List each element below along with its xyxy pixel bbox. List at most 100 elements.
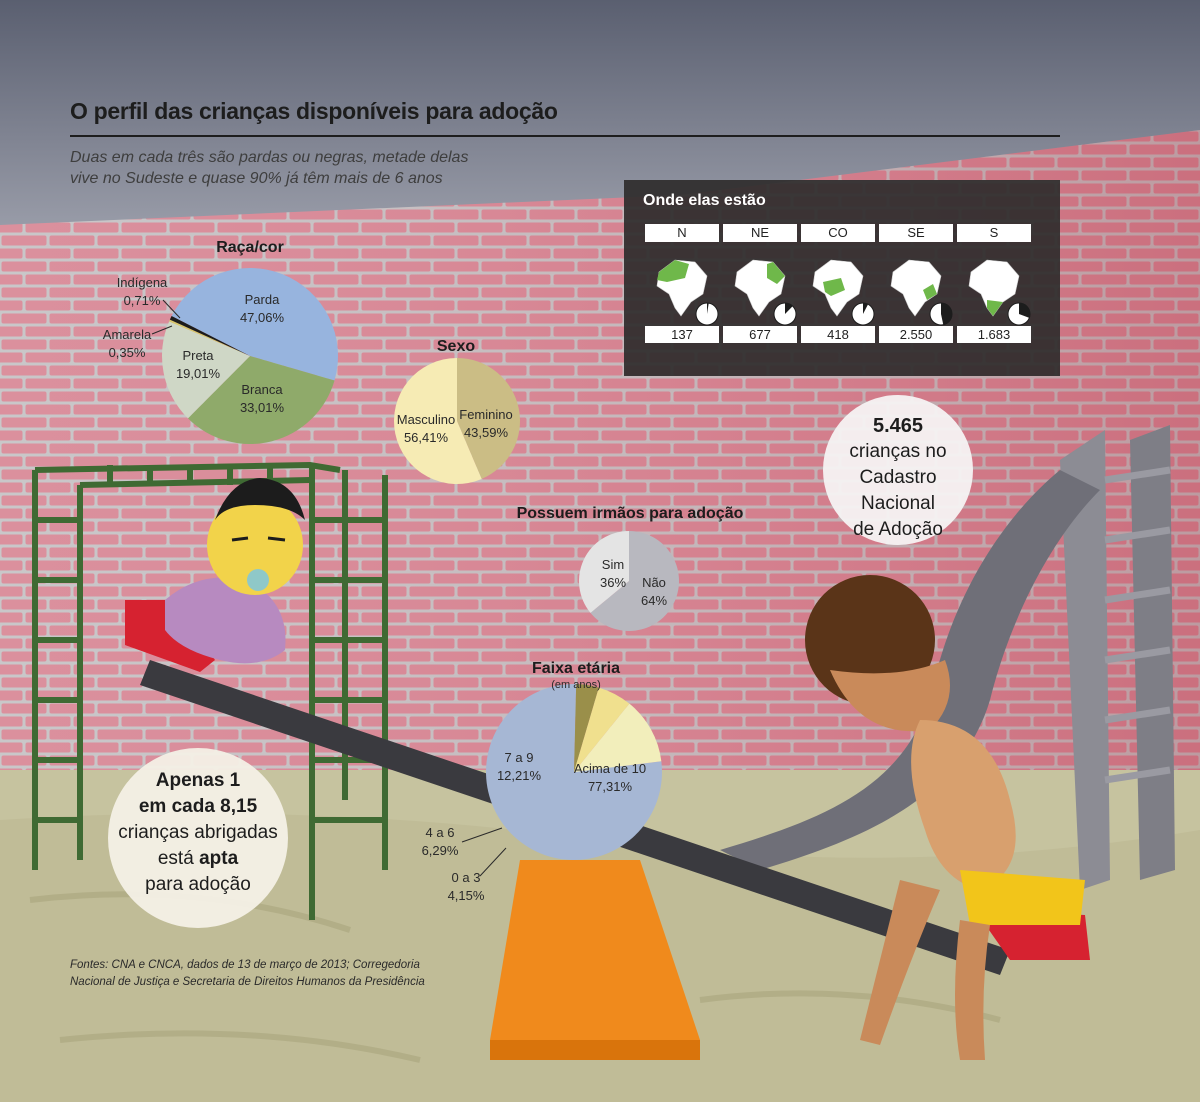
title-divider [70, 135, 1060, 137]
faixa-4a6-leader-line [461, 827, 503, 843]
region-label-co: CO [801, 224, 875, 242]
raca-value-preta: 19,01% [176, 366, 221, 381]
total-callout-line-3: de Adoção [853, 519, 943, 540]
subtitle-line-1: Duas em cada três são pardas ou negras, … [70, 149, 469, 166]
region-map-s [968, 259, 1031, 326]
raca-cor-title: Raça/cor [216, 239, 284, 256]
faixa-title: Faixa etária [532, 660, 620, 677]
faixa-value-acima10: 77,31% [588, 779, 633, 794]
faixa-value-4a6: 6,29% [422, 843, 459, 858]
raca-slice-parda [171, 267, 339, 381]
apt-callout: Apenas 1 em cada 8,15 crianças abrigadas… [110, 768, 286, 898]
faixa-0a3-leader-line [479, 847, 507, 877]
raca-slice-preta [162, 321, 250, 419]
sexo-title: Sexo [437, 338, 475, 355]
region-highlight-icon [767, 262, 785, 284]
region-share-pie-slice [707, 303, 709, 314]
brazil-outline-icon [890, 259, 942, 317]
sexo-label-masculino: Masculino [397, 412, 456, 427]
total-callout-number: 5.465 [872, 415, 924, 437]
source-line-1: Fontes: CNA e CNCA, dados de 13 de março… [70, 959, 420, 971]
irmaos-label-nao: Não [642, 575, 666, 590]
apt-callout-line-4-bold: apta [199, 848, 239, 869]
irmaos-value-nao: 64% [641, 593, 667, 608]
apt-callout-line-3: crianças abrigadas [118, 822, 278, 843]
region-share-pie-slice [863, 303, 869, 314]
region-map-co [812, 259, 875, 326]
total-callout-line-1: crianças no [849, 441, 947, 462]
apt-callout-line-1: Apenas 1 [110, 768, 286, 794]
region-highlight-icon [987, 300, 1003, 316]
region-value-n: 137 [645, 326, 719, 343]
page-subtitle: Duas em cada três são pardas ou negras, … [70, 147, 530, 189]
region-label-s: S [957, 224, 1031, 242]
faixa-subtitle: (em anos) [551, 679, 601, 691]
region-label-n: N [645, 224, 719, 242]
faixa-slice-0-a-3 [574, 684, 599, 772]
source-line-2: Nacional de Justiça e Secretaria de Dire… [70, 976, 425, 988]
apt-callout-line-4: está apta [110, 846, 286, 872]
raca-slice-branca [187, 356, 335, 444]
apt-callout-line-1-pre: Apenas [155, 770, 230, 791]
region-highlight-icon [923, 284, 937, 300]
faixa-label-acima10: Acima de 10 [574, 761, 646, 776]
irmaos-slice-n-o [590, 531, 680, 632]
raca-label-parda: Parda [245, 292, 280, 307]
region-value-se: 2.550 [879, 326, 953, 343]
region-map-n [656, 259, 719, 326]
page-title: O perfil das crianças disponíveis para a… [70, 98, 558, 124]
total-callout: 5.465 crianças no Cadastro Nacional de A… [823, 413, 973, 543]
apt-callout-line-1-num: 1 [229, 770, 241, 791]
region-highlight-icon [823, 278, 845, 296]
irmaos-title: Possuem irmãos para adoção [517, 505, 744, 522]
sexo-value-feminino: 43,59% [464, 425, 509, 440]
region-share-pie-slice [941, 303, 952, 325]
region-map-title: Onde elas estão [643, 192, 766, 209]
sexo-label-feminino: Feminino [459, 407, 512, 422]
region-map-se [890, 259, 953, 326]
faixa-value-7a9: 12,21% [497, 768, 542, 783]
sexo-slice-masculino [394, 358, 482, 484]
slide [720, 425, 1175, 890]
raca-slice-ind-gena [169, 316, 250, 356]
region-label-ne: NE [723, 224, 797, 242]
sexo-slice-feminino [457, 358, 520, 479]
raca-value-amarela: 0,35% [109, 345, 146, 360]
apt-callout-line-4-pre: está [157, 848, 200, 869]
subtitle-line-2: vive no Sudeste e quase 90% já têm mais … [70, 170, 443, 187]
faixa-label-0a3: 0 a 3 [452, 870, 481, 885]
total-callout-circle [823, 395, 973, 545]
region-value-ne: 677 [723, 326, 797, 343]
region-label-se: SE [879, 224, 953, 242]
toddler-figure [165, 478, 305, 664]
pie-chart-raca-cor: Raça/corParda47,06%Branca33,01%Preta19,0… [103, 239, 339, 444]
irmaos-value-sim: 36% [600, 575, 626, 590]
source-note: Fontes: CNA e CNCA, dados de 13 de março… [70, 957, 450, 991]
amarela-leader-line [151, 325, 173, 335]
region-highlight-icon [657, 260, 689, 282]
faixa-slice-4-a-6 [574, 687, 630, 772]
apt-callout-line-2-text: em cada 8,15 [138, 796, 258, 817]
raca-label-amarela: Amarela [103, 327, 152, 342]
region-value-co: 418 [801, 326, 875, 343]
sexo-value-masculino: 56,41% [404, 430, 449, 445]
irmaos-slice-sim [579, 531, 629, 613]
raca-value-indigena: 0,71% [124, 293, 161, 308]
region-map-ne [734, 259, 797, 326]
irmaos-label-sim: Sim [602, 557, 624, 572]
raca-value-parda: 47,06% [240, 310, 285, 325]
boy-figure [805, 575, 1085, 1060]
region-value-s: 1.683 [957, 326, 1031, 343]
total-callout-line-2: Cadastro Nacional [859, 467, 937, 514]
raca-slice-amarela [169, 319, 250, 356]
raca-value-branca: 33,01% [240, 400, 285, 415]
region-share-pie-slice [1019, 303, 1030, 318]
pie-chart-faixa-etaria: Faixa etária (em anos) Acima de 10 77,31% 0 … [422, 660, 662, 903]
raca-label-preta: Preta [182, 348, 214, 363]
apt-callout-circle [108, 748, 288, 928]
indigena-leader-line [162, 299, 181, 319]
apt-callout-line-2: em cada 8,15 [110, 794, 286, 820]
faixa-slice-7-a-9 [574, 703, 662, 772]
